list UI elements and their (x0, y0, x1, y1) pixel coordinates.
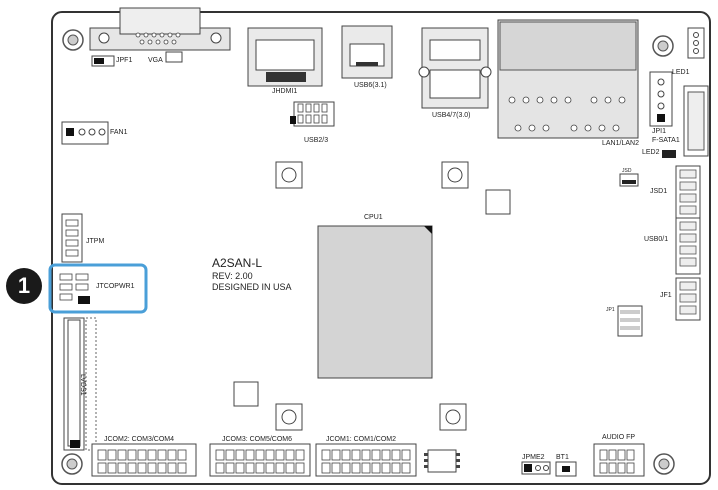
led2-label: LED2 (642, 149, 660, 156)
lvds-connector (63, 317, 97, 451)
fan1-header (61, 121, 109, 145)
jpi1-label: JPI1 (652, 128, 667, 135)
jpme2-label: JPME2 (522, 454, 545, 461)
callout-badge (6, 268, 42, 304)
square-pad (485, 189, 511, 215)
vga-label: VGA (148, 57, 163, 64)
jcom3-connector (209, 443, 311, 477)
usb23-label: USB2/3 (304, 137, 329, 144)
jpf1-label: JPF1 (116, 57, 133, 64)
board-origin: DESIGNED IN USA (212, 282, 292, 292)
vga-connector (89, 7, 231, 63)
top-right-header (687, 27, 705, 59)
bt1-battery (555, 461, 577, 477)
hdmi-label: JHDMI1 (272, 88, 298, 95)
board-model: A2SAN-L (212, 256, 263, 270)
hdmi-connector (247, 27, 323, 87)
audio-fp-label: AUDIO FP (602, 434, 636, 441)
callout-number: 1 (17, 273, 31, 298)
jf1-label: JF1 (660, 292, 672, 299)
fan1-label: FAN1 (110, 129, 128, 136)
standoff-icon (275, 161, 303, 189)
bottom-chip (424, 449, 460, 473)
fsata-connector (683, 85, 709, 157)
usb01-header (675, 217, 701, 275)
mounting-hole-icon (62, 29, 84, 51)
usb6-label: USB6(3.1) (354, 82, 387, 89)
jsd-label: JSD (622, 168, 632, 174)
cpu-chip (317, 225, 433, 379)
jcom3-label: JCOM3: COM5/COM6 (222, 436, 293, 443)
fsata-label: F-SATA1 (652, 137, 680, 144)
jp1-chip (617, 305, 643, 337)
usb01-label: USB0/1 (644, 236, 669, 243)
usb47-connector (418, 27, 492, 109)
jtpm-header (61, 213, 83, 263)
mounting-hole-icon (653, 453, 675, 475)
jtcopwr1-label: JTCOPWR1 (96, 283, 135, 290)
jcom2-connector (91, 443, 197, 477)
square-pad (233, 381, 259, 407)
jtpm-label: JTPM (86, 238, 105, 245)
led2 (662, 150, 676, 158)
jcom1-label: JCOM1: COM1/COM2 (326, 436, 397, 443)
callout-highlight-box (48, 263, 148, 314)
mounting-hole-icon (61, 453, 83, 475)
jp1-label: JP1 (606, 307, 615, 313)
board-revision: REV: 2.00 (212, 271, 253, 281)
led1-label: LED1 (672, 69, 690, 76)
standoff-icon (275, 403, 303, 431)
lan-connector (497, 19, 639, 139)
bt1-label: BT1 (556, 454, 569, 461)
jpme2-jumper (521, 461, 551, 475)
jpi1-header (649, 71, 673, 127)
jsd1-label: JSD1 (650, 188, 668, 195)
usb47-label: USB4/7(3.0) (432, 112, 471, 119)
cpu-label: CPU1 (364, 214, 383, 221)
mounting-hole-icon (652, 35, 674, 57)
standoff-icon (439, 403, 467, 431)
audio-fp-connector (593, 443, 645, 477)
jcom1-connector (315, 443, 417, 477)
jpf1-jumper (91, 55, 115, 67)
lan-label: LAN1/LAN2 (602, 140, 639, 147)
usb6-connector (341, 25, 393, 79)
jcom2-label: JCOM2: COM3/COM4 (104, 436, 175, 443)
standoff-icon (441, 161, 469, 189)
jf1-header (675, 277, 701, 321)
usb23-header (290, 101, 335, 127)
lvds-label: LVDS1 (79, 374, 86, 396)
jtcopwr1-connector (59, 273, 90, 304)
jsd1-header (675, 165, 701, 229)
jsd-header (619, 173, 639, 187)
